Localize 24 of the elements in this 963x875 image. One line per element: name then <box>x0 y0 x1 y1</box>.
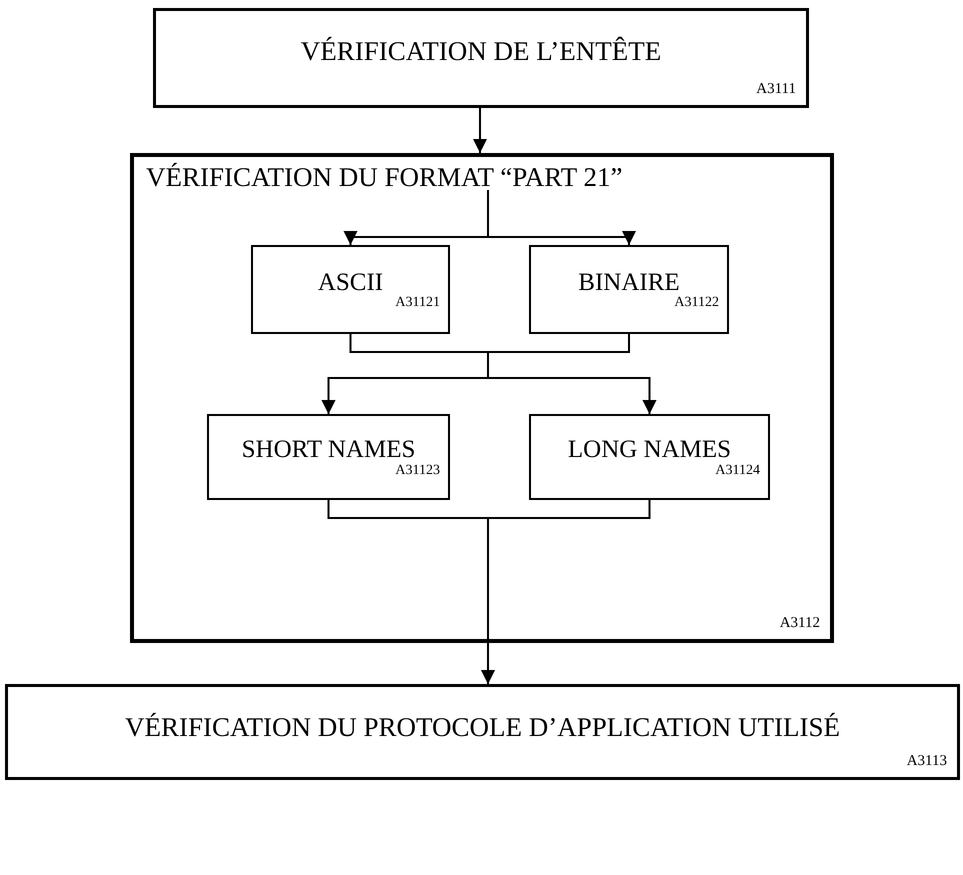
box-title: VÉRIFICATION DE L’ENTÊTE <box>300 37 662 67</box>
code-label: A31123 <box>395 464 440 478</box>
process-box <box>207 414 450 500</box>
arrow <box>487 190 636 245</box>
box-title: SHORT NAMES <box>242 436 416 464</box>
arrow <box>481 500 650 684</box>
process-box <box>153 8 809 108</box>
code-label: A3113 <box>906 754 947 769</box>
code-label: A31121 <box>395 296 440 310</box>
code-label: A31122 <box>674 296 719 310</box>
process-box <box>529 414 770 500</box>
box-title: BINAIRE <box>578 268 680 296</box>
code-label: A31124 <box>715 464 760 478</box>
process-box <box>251 245 450 334</box>
box-title: VÉRIFICATION DU FORMAT “PART 21” <box>146 163 622 193</box>
process-box <box>5 684 960 780</box>
box-title: ASCII <box>318 268 384 296</box>
box-title: VÉRIFICATION DU PROTOCOLE D’APPLICATION UTILISÉ <box>125 713 840 743</box>
arrow <box>473 108 487 153</box>
process-box <box>529 245 729 334</box>
code-label: A3112 <box>780 616 820 631</box>
group-box <box>130 153 834 643</box>
box-title: LONG NAMES <box>568 436 732 464</box>
code-label: A3111 <box>756 82 796 97</box>
